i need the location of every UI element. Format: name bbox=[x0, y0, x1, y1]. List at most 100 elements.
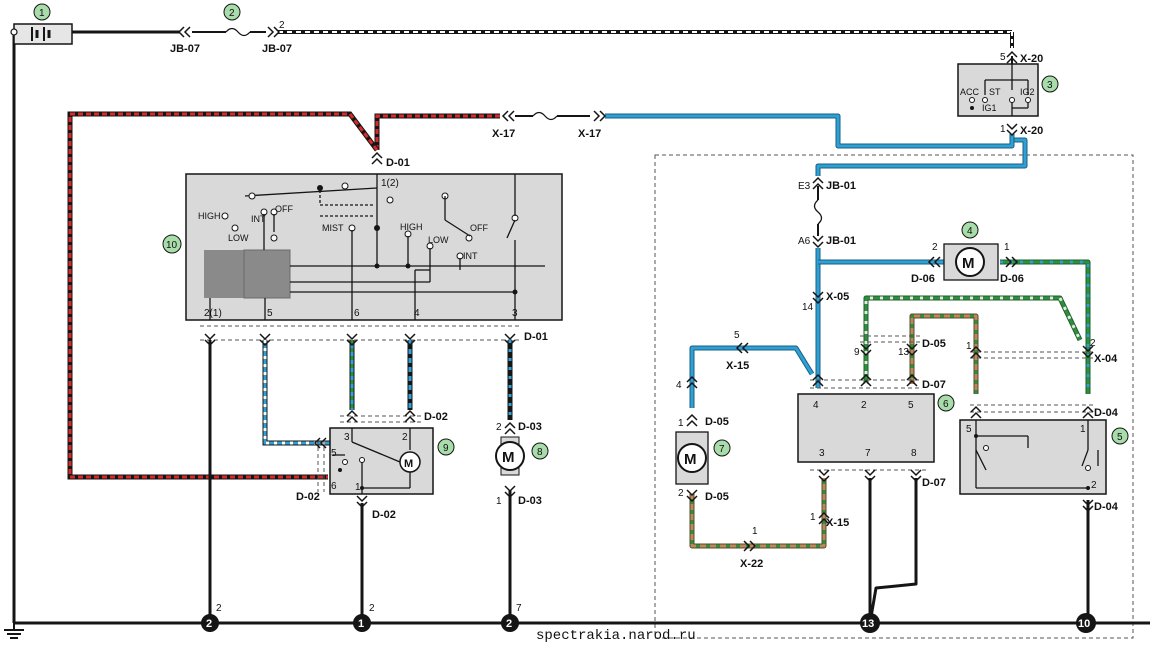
ref-1: 1 bbox=[39, 8, 45, 19]
pin-label: 1 bbox=[752, 526, 758, 537]
watermark: spectrakia.narod.ru bbox=[536, 628, 696, 644]
pin-label: 5 bbox=[331, 448, 337, 459]
conn-x17-a: X-17 bbox=[492, 128, 515, 140]
pin-label: 1 bbox=[496, 496, 502, 507]
ground-label: 2 bbox=[206, 618, 212, 630]
conn-d05-right: D-05 bbox=[922, 338, 946, 350]
ground-label: 1 bbox=[358, 618, 364, 630]
ref-6: 6 bbox=[943, 399, 949, 410]
pin-label: 4 bbox=[676, 380, 682, 391]
conn-jb01-bot: JB-01 bbox=[826, 235, 856, 247]
rear-wiper-relay bbox=[797, 393, 935, 463]
rear-connector-dashes bbox=[810, 335, 1096, 471]
conn-x22: X-22 bbox=[740, 558, 763, 570]
pin-label: 1(2) bbox=[381, 178, 399, 189]
conn-d01-bot: D-01 bbox=[524, 331, 548, 343]
battery-icon bbox=[10, 23, 73, 45]
sw-int2-label: INT bbox=[463, 251, 478, 261]
conn-d01-top: D-01 bbox=[386, 157, 410, 169]
sw-off2-label: OFF bbox=[470, 223, 488, 233]
conn-d06-right: D-06 bbox=[1000, 273, 1024, 285]
conn-jb07-b: JB-07 bbox=[262, 43, 292, 55]
ref-10: 10 bbox=[166, 240, 178, 251]
pin-label: 6 bbox=[331, 481, 337, 492]
svg-text:M: M bbox=[502, 449, 515, 466]
sw-mist-label: MIST bbox=[322, 223, 344, 233]
conn-jb07-a: JB-07 bbox=[170, 43, 200, 55]
ground-label: 10 bbox=[1078, 618, 1090, 630]
ign-ig2-label: IG2 bbox=[1020, 87, 1035, 97]
conn-d05-top: D-05 bbox=[705, 416, 729, 428]
pin-label: 2 bbox=[1090, 338, 1096, 349]
sw-low2-label: LOW bbox=[428, 235, 449, 245]
pin-label: 5 bbox=[966, 424, 972, 435]
pin-label: 13 bbox=[898, 347, 910, 358]
ref-9: 9 bbox=[443, 443, 449, 454]
pin-label: 1 bbox=[678, 418, 684, 429]
ref-5: 5 bbox=[1117, 432, 1123, 443]
pin-label: 2 bbox=[861, 400, 867, 411]
svg-text:M: M bbox=[684, 451, 697, 468]
fuse-icon bbox=[532, 111, 558, 121]
sw-low-label: LOW bbox=[228, 233, 249, 243]
conn-jb01-top: JB-01 bbox=[826, 180, 856, 192]
pin-label: 1 bbox=[1004, 242, 1010, 253]
conn-x15-top: X-15 bbox=[726, 360, 749, 372]
pin-label: 2 bbox=[932, 242, 938, 253]
pin-label: 2 bbox=[369, 603, 375, 614]
pin-label: 1 bbox=[810, 512, 816, 523]
ground-label: 13 bbox=[862, 618, 874, 630]
ign-st-label: ST bbox=[989, 87, 1001, 97]
conn-d07-bot: D-07 bbox=[922, 477, 946, 489]
conn-d03-bot: D-03 bbox=[518, 495, 542, 507]
conn-x05: X-05 bbox=[826, 291, 849, 303]
pin-label: 3 bbox=[344, 432, 350, 443]
pin-label: 2 bbox=[1091, 480, 1097, 491]
pin-label: 5 bbox=[267, 308, 273, 319]
ref-8: 8 bbox=[537, 447, 543, 458]
front-wiper-motor: M bbox=[317, 415, 434, 495]
connector-chevrons bbox=[177, 26, 1094, 552]
conn-d04-top: D-04 bbox=[1094, 407, 1119, 419]
conn-d04-bot: D-04 bbox=[1094, 501, 1119, 513]
conn-x15-bot: X-15 bbox=[826, 517, 849, 529]
conn-x20-bot: X-20 bbox=[1020, 125, 1043, 137]
conn-d05-bot: D-05 bbox=[705, 491, 729, 503]
sw-int-label: INT bbox=[251, 214, 266, 224]
conn-x04: X-04 bbox=[1094, 353, 1118, 365]
conn-d02-left: D-02 bbox=[296, 491, 320, 503]
ignition-switch: ACC ST IG1 IG2 bbox=[957, 63, 1039, 117]
rear-wiper-switch bbox=[959, 419, 1107, 495]
pin-label: 2 bbox=[402, 432, 408, 443]
blue-feed-wire bbox=[605, 113, 1028, 176]
conn-x17-b: X-17 bbox=[578, 128, 601, 140]
pin-label: 4 bbox=[414, 308, 420, 319]
ground-bus bbox=[12, 32, 1150, 630]
conn-x20-top: X-20 bbox=[1020, 53, 1043, 65]
pin-label: E3 bbox=[798, 181, 811, 192]
front-wiper-switch: HIGH LOW INT OFF MIST HIGH LOW OFF INT bbox=[185, 173, 563, 321]
ground-label: 2 bbox=[506, 618, 512, 630]
ref-2: 2 bbox=[229, 8, 235, 19]
pin-label: 5 bbox=[734, 330, 740, 341]
pin-label: 2 bbox=[279, 20, 285, 31]
pin-label: 9 bbox=[854, 347, 860, 358]
rear-washer-motor: M bbox=[675, 431, 709, 485]
ref-3: 3 bbox=[1047, 80, 1053, 91]
pin-label: 14 bbox=[802, 302, 814, 313]
pin-label: 1 bbox=[355, 482, 361, 493]
front-wiper-wires bbox=[208, 340, 513, 623]
chassis-ground-icon bbox=[4, 629, 24, 639]
ign-ig1-label: IG1 bbox=[982, 103, 997, 113]
sw-high2-label: HIGH bbox=[400, 222, 423, 232]
conn-d02-bot: D-02 bbox=[372, 509, 396, 521]
pin-label: 3 bbox=[512, 308, 518, 319]
conn-d06-left: D-06 bbox=[911, 273, 935, 285]
pin-label: 2(1) bbox=[204, 308, 222, 319]
pin-label: 4 bbox=[813, 400, 819, 411]
pin-label: 7 bbox=[865, 448, 871, 459]
pin-label: 2 bbox=[216, 603, 222, 614]
pin-label: A6 bbox=[798, 236, 811, 247]
svg-text:M: M bbox=[962, 255, 975, 272]
